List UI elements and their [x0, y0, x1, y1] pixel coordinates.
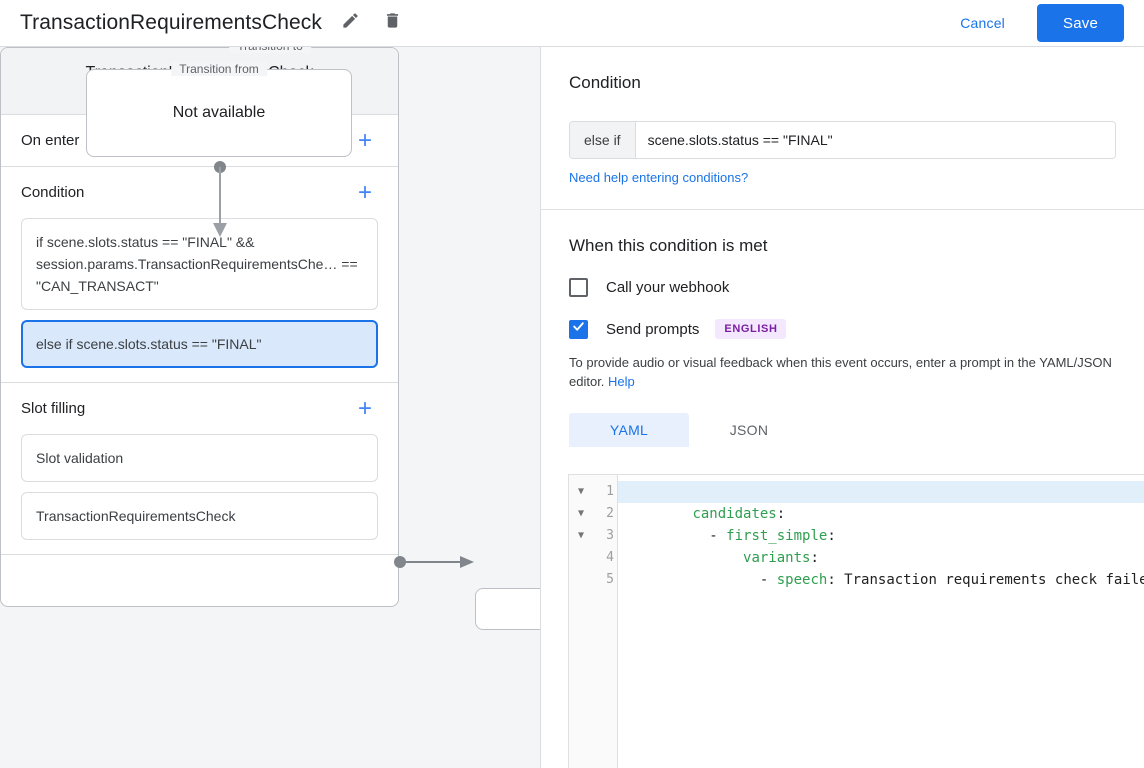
trash-icon	[383, 11, 402, 35]
prompts-help-link[interactable]: Help	[608, 374, 635, 389]
yaml-key: candidates	[692, 506, 777, 522]
yaml-value: Transaction requirements check failed	[835, 572, 1144, 588]
editor-line-numbers: 1 2 3 4 5	[593, 475, 618, 768]
add-condition-button[interactable]: +	[357, 178, 372, 206]
call-webhook-checkbox[interactable]	[569, 278, 588, 297]
tab-yaml[interactable]: YAML	[569, 413, 689, 447]
line-dash: -	[759, 572, 777, 588]
line-number: 5	[606, 572, 614, 587]
code-line[interactable]: variants:	[618, 525, 1144, 566]
line-indent	[692, 572, 759, 588]
line-indent	[692, 550, 743, 566]
line-number: 2	[606, 506, 614, 521]
section-on-enter: On enter +	[1, 115, 398, 167]
flow-canvas[interactable]: Transition from Not available Transition…	[0, 47, 540, 768]
editor-format-tabs: YAML JSON	[569, 413, 1116, 447]
code-line[interactable]: - speech: Transaction requirements check…	[618, 547, 1144, 588]
yaml-key: first_simple	[726, 528, 828, 544]
webhook-row[interactable]: Call your webhook	[569, 278, 1116, 297]
slot-filling-title: Slot filling	[21, 400, 86, 417]
condition-item[interactable]: if scene.slots.status == "FINAL" && sess…	[21, 218, 378, 310]
send-prompts-checkbox[interactable]	[569, 319, 588, 339]
transition-from-value: Not available	[172, 104, 266, 121]
slot-filling-item[interactable]: Slot validation	[21, 434, 378, 482]
add-slot-filling-button[interactable]: +	[357, 394, 372, 422]
yaml-colon: :	[827, 572, 836, 588]
line-number: 4	[606, 550, 614, 565]
fold-toggle[interactable]: ▼	[577, 508, 585, 519]
on-enter-header: On enter +	[21, 115, 378, 166]
yaml-colon: :	[810, 550, 819, 566]
condition-help-link[interactable]: Need help entering conditions?	[569, 170, 749, 185]
fold-spacer	[569, 547, 593, 569]
on-enter-title: On enter	[21, 132, 80, 149]
yaml-key: speech	[776, 572, 828, 588]
cancel-button[interactable]: Cancel	[950, 7, 1015, 39]
section-slot-filling: Slot filling + Slot validation Transacti…	[1, 383, 398, 555]
editor-code-area[interactable]: candidates: - first_simple: variants: - …	[618, 475, 1144, 768]
condition-header: Condition +	[21, 167, 378, 218]
save-button[interactable]: Save	[1037, 4, 1124, 42]
delete-button[interactable]	[378, 9, 406, 37]
panel-when-met-section: When this condition is met Call your web…	[541, 210, 1144, 469]
line-indent	[692, 528, 709, 544]
panel-condition-title: Condition	[569, 73, 641, 92]
line-number: 3	[606, 528, 614, 543]
condition-expression-row: else if	[569, 121, 1116, 159]
slot-filling-item[interactable]: TransactionRequirementsCheck	[21, 492, 378, 540]
line-dash: -	[709, 528, 727, 544]
condition-item-selected[interactable]: else if scene.slots.status == "FINAL"	[21, 320, 378, 368]
add-on-enter-button[interactable]: +	[357, 126, 372, 154]
transition-from-legend: Transition from	[171, 62, 267, 76]
page-title: TransactionRequirementsCheck	[20, 11, 322, 34]
send-prompts-label: Send prompts	[606, 320, 700, 338]
send-prompts-row[interactable]: Send prompts ENGLISH	[569, 319, 1116, 339]
fold-spacer	[569, 569, 593, 591]
tab-json[interactable]: JSON	[729, 422, 769, 438]
condition-expression-input[interactable]	[635, 122, 1115, 158]
slot-filling-header: Slot filling +	[21, 383, 378, 434]
yaml-editor[interactable]: ▼ ▼ ▼ 1 2 3 4 5 candidates: - first_simp…	[568, 474, 1144, 768]
yaml-key: variants	[743, 550, 811, 566]
panel-condition-section: Condition else if Need help entering con…	[541, 47, 1144, 210]
transition-from-card: Transition from Not available	[86, 62, 352, 157]
section-condition: Condition + if scene.slots.status == "FI…	[1, 167, 398, 383]
condition-title: Condition	[21, 184, 85, 201]
code-line[interactable]: candidates:	[618, 481, 1144, 522]
transition-to-legend: Transition to	[229, 47, 311, 53]
call-webhook-label: Call your webhook	[606, 279, 730, 296]
app-header: TransactionRequirementsCheck Cancel Save	[0, 0, 1144, 47]
language-badge: ENGLISH	[715, 319, 787, 339]
code-line[interactable]: - first_simple:	[618, 503, 1144, 544]
edit-name-button[interactable]	[336, 9, 364, 37]
target-node-stub[interactable]	[475, 588, 540, 630]
pencil-icon	[341, 11, 360, 35]
condition-prefix-label: else if	[570, 122, 636, 158]
prompts-description-text: To provide audio or visual feedback when…	[569, 355, 1112, 389]
line-number: 1	[606, 484, 614, 499]
when-met-title: When this condition is met	[569, 236, 768, 255]
editor-fold-gutter[interactable]: ▼ ▼ ▼	[569, 475, 593, 768]
prompts-description: To provide audio or visual feedback when…	[569, 353, 1116, 391]
checkmark-icon	[572, 320, 585, 338]
fold-toggle[interactable]: ▼	[577, 530, 585, 541]
yaml-colon: :	[776, 506, 786, 522]
yaml-colon: :	[827, 528, 836, 544]
fold-toggle[interactable]: ▼	[577, 486, 585, 497]
